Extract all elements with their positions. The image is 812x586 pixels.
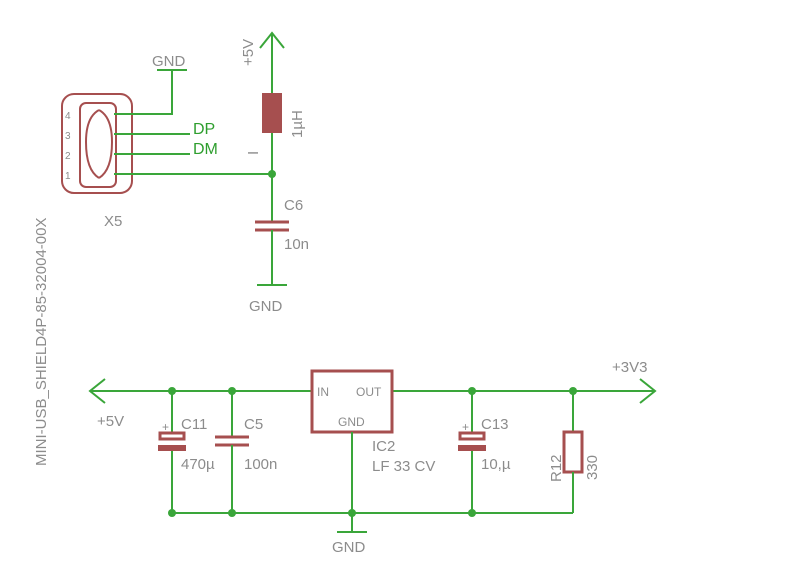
c5-ref: C5: [244, 416, 263, 433]
c13-plate-top: [458, 431, 486, 441]
connector-part-number: MINI-USB_SHIELD4P-85-32004-00X: [33, 218, 50, 466]
inductor-value: 1µH: [289, 110, 306, 138]
ic2-pin-gnd: GND: [338, 415, 365, 429]
junction-dot-vbus: [268, 170, 276, 178]
net-label-dm: DM: [193, 141, 218, 158]
junction-dot-c11-bottom: [168, 509, 176, 517]
net-label-dp: DP: [193, 121, 215, 138]
ic2-ref: IC2: [372, 438, 395, 455]
connector-inner-outline: [79, 102, 117, 188]
c6-value: 10n: [284, 236, 309, 253]
c5-value: 100n: [244, 456, 277, 473]
c13-value: 10,µ: [481, 456, 511, 473]
connector-slot: [84, 109, 100, 179]
connector-ref: X5: [104, 213, 122, 230]
c13-polarity: +: [462, 420, 469, 434]
supply-arrow-3v3: [639, 378, 657, 404]
c11-value: 470µ: [181, 456, 215, 473]
junction-dot-r12-top: [569, 387, 577, 395]
inductor-body: [262, 93, 282, 133]
usb-connector-x5: 4 3 2 1 X5 MINI-USB_SHIELD4P-85-32004-00…: [33, 93, 133, 466]
gnd-label-mid: GND: [249, 298, 283, 315]
c11-plate-bottom: [158, 445, 186, 451]
inductor-pin-mark: I: [245, 151, 262, 155]
junction-dot-c11-top: [168, 387, 176, 395]
connector-outer-outline: [61, 93, 133, 194]
supply-arrow-5v-left: [88, 378, 106, 404]
junction-dot-c5-top: [228, 387, 236, 395]
ic2-value: LF 33 CV: [372, 458, 435, 475]
c11-polarity: +: [162, 420, 169, 434]
connector-pin-1: 1: [65, 171, 71, 182]
r12-ref: R12: [548, 454, 565, 482]
connector-pin-3: 3: [65, 131, 71, 142]
inductor-branch: [255, 31, 289, 286]
connector-pin-2: 2: [65, 151, 71, 162]
junction-dot-c5-bottom: [228, 509, 236, 517]
c11-plate-top: [158, 431, 186, 441]
supply-label-3v3: +3V3: [612, 359, 647, 376]
c13-ref: C13: [481, 416, 509, 433]
c6-ref: C6: [284, 197, 303, 214]
junction-dot-gnd: [348, 509, 356, 517]
ic2-pin-out: OUT: [356, 385, 382, 399]
regulator-section: [88, 369, 657, 533]
c11-ref: C11: [181, 416, 207, 433]
supply-label-5v-left: +5V: [97, 413, 124, 430]
ic2-pin-in: IN: [317, 385, 329, 399]
junction-dot-c13-bottom: [468, 509, 476, 517]
r12-value: 330: [584, 455, 601, 480]
wire-pin4-gnd: [114, 70, 173, 115]
r12-body: [562, 430, 584, 474]
connector-pin-4: 4: [65, 111, 71, 122]
connector-wires: [114, 69, 272, 175]
c13-plate-bottom: [458, 445, 486, 451]
gnd-label-bottom: GND: [332, 539, 366, 556]
supply-arrow-5v-top: [259, 31, 285, 49]
gnd-label-top: GND: [152, 53, 186, 70]
connector-slot-right: [98, 109, 114, 179]
junction-dot-c13-top: [468, 387, 476, 395]
supply-label-5v-top: +5V: [240, 39, 257, 66]
